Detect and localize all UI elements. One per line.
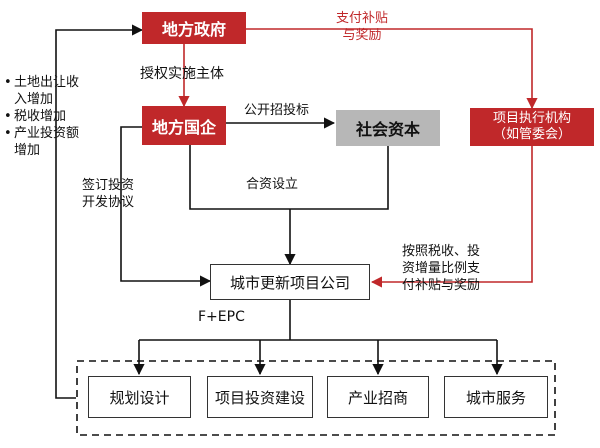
benefits-list: 土地出让收 入增加 税收增加 产业投资额 增加 [4, 74, 79, 159]
benefit-tax-line-1: 税收增加 [14, 109, 67, 124]
subsidy-arrow-top [246, 28, 538, 110]
node-social-capital: 社会资本 [336, 110, 440, 146]
benefit-item-tax: 税收增加 [4, 108, 79, 125]
label-sign-agreement-line-2: 开发协议 [82, 195, 135, 210]
benefit-item-investment: 产业投资额 增加 [4, 125, 79, 159]
node-industry-attraction: 产业招商 [327, 376, 429, 418]
label-subsidy-reward: 支付补贴 与奖励 [336, 10, 388, 44]
benefit-investment-line-2: 增加 [14, 143, 41, 158]
node-city-services: 城市服务 [444, 376, 548, 418]
label-subsidy-reward-line-1: 支付补贴 [336, 11, 389, 26]
subsidy-arrow-bottom [370, 146, 533, 288]
label-proportional-subsidy-line-2: 资增量比例支 [402, 261, 481, 276]
label-proportional-subsidy-line-1: 按照税收、投 [402, 244, 481, 259]
node-local-government: 地方政府 [142, 12, 246, 44]
node-local-soe: 地方国企 [142, 106, 226, 145]
label-fepc: F+EPC [198, 309, 245, 325]
label-sign-agreement-line-1: 签订投资 [82, 178, 135, 193]
label-authorize: 授权实施主体 [140, 66, 224, 82]
execution-agency-line-2: （如管委会） [492, 127, 571, 142]
label-subsidy-reward-line-2: 与奖励 [342, 28, 382, 43]
benefit-land-line-2: 入增加 [14, 92, 54, 107]
label-proportional-subsidy: 按照税收、投 资增量比例支 付补贴与奖励 [402, 243, 480, 294]
label-public-tender: 公开招投标 [244, 103, 310, 118]
node-project-company: 城市更新项目公司 [210, 264, 370, 300]
label-proportional-subsidy-line-3: 付补贴与奖励 [402, 278, 481, 293]
label-sign-agreement: 签订投资 开发协议 [82, 177, 134, 211]
node-planning-design: 规划设计 [88, 376, 191, 418]
benefit-feedback-arrow [55, 24, 144, 399]
node-execution-agency: 项目执行机构 （如管委会） [470, 108, 594, 146]
agreement-arrow [120, 126, 212, 287]
node-investment-construction: 项目投资建设 [207, 376, 313, 418]
benefit-investment-line-1: 产业投资额 [14, 126, 80, 141]
benefit-item-land: 土地出让收 入增加 [4, 74, 79, 108]
execution-agency-line-1: 项目执行机构 [492, 111, 571, 126]
benefit-land-line-1: 土地出让收 [14, 75, 80, 90]
label-joint-venture: 合资设立 [246, 177, 299, 192]
